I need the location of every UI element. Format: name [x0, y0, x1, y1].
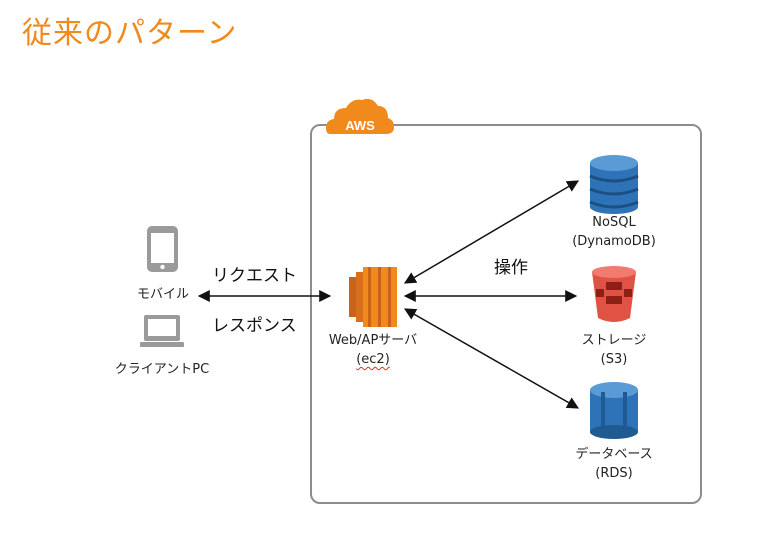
- desktop-pc-icon: [140, 315, 184, 347]
- response-label: レスポンス: [212, 316, 297, 336]
- database-label-line1: データベース: [575, 447, 653, 462]
- server-database-arrow: [403, 308, 580, 409]
- nosql-label-line1: NoSQL: [592, 215, 636, 230]
- request-label: リクエスト: [212, 266, 297, 286]
- server-nosql-arrow: [403, 180, 580, 284]
- server-label-line1: Web/APサーバ: [328, 333, 418, 348]
- server-label-line2: (ec2): [356, 352, 390, 367]
- aws-cloud-boundary: [310, 124, 702, 504]
- page-title: 従来のパターン: [22, 16, 238, 51]
- operation-label: 操作: [494, 258, 528, 278]
- mobile-label: モバイル: [136, 287, 189, 302]
- ec2-icon: [349, 267, 397, 327]
- database-label: データベース (RDS): [560, 445, 668, 483]
- dynamodb-icon: [589, 155, 639, 214]
- aws-cloud-icon: AWS: [326, 98, 394, 134]
- database-label-line2: (RDS): [595, 466, 633, 481]
- s3-icon: [592, 266, 636, 322]
- nosql-label-line2: (DynamoDB): [572, 234, 656, 249]
- mobile-phone-icon: [147, 226, 178, 272]
- storage-label-line2: (S3): [600, 352, 628, 367]
- rds-icon: [590, 382, 638, 439]
- server-label: Web/APサーバ (ec2): [314, 331, 432, 369]
- nosql-label: NoSQL (DynamoDB): [560, 213, 668, 251]
- storage-label: ストレージ (S3): [560, 331, 668, 369]
- client-pc-label: クライアントPC: [114, 362, 210, 377]
- storage-label-line1: ストレージ: [581, 333, 647, 348]
- aws-badge-label: AWS: [345, 118, 375, 133]
